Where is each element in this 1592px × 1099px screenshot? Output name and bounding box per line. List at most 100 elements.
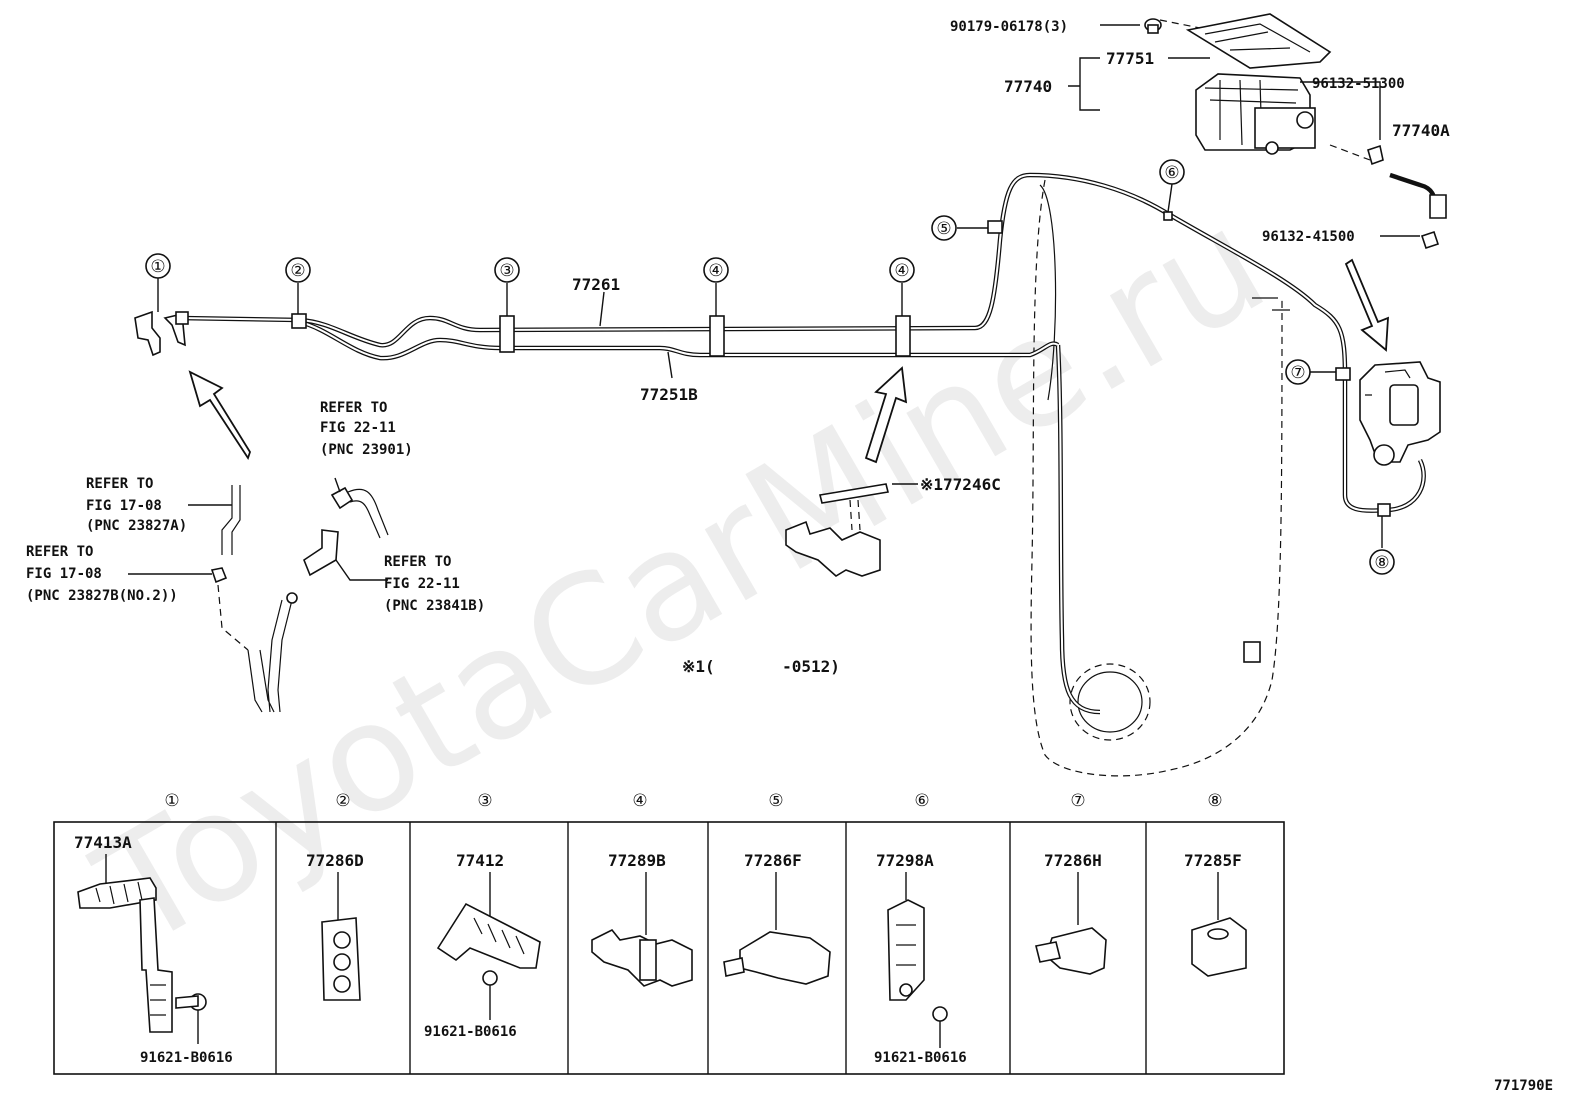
callout-2: ② <box>290 261 305 281</box>
refer-note-line: REFER TO <box>86 476 153 492</box>
label-96132-51300: 96132-51300 <box>1312 76 1405 92</box>
clamp-8 <box>1377 503 1391 517</box>
callout-4b: ④ <box>894 261 909 281</box>
callout-6: ⑥ <box>1164 163 1179 183</box>
clip-96132-41500 <box>1420 230 1440 250</box>
table-part-77298A: 77298A <box>876 851 934 870</box>
refer-note-line: FIG 17-08 <box>26 566 102 582</box>
leader-77251B <box>667 351 673 379</box>
arrows <box>188 258 1389 464</box>
callout-circle <box>1159 159 1185 185</box>
table-col-num-2: ② <box>335 791 350 811</box>
refer-note-line: FIG 22-11 <box>384 576 460 592</box>
clamp-2 <box>291 313 307 329</box>
watermark: ToyotaCarMine.ru <box>70 175 1293 981</box>
label-77246C: ※177246C <box>920 475 1001 494</box>
table-part-77413A: 77413A <box>74 833 132 852</box>
callout-circle <box>703 257 729 283</box>
clamp-table: ① ② ③ ④ ⑤ ⑥ ⑦ ⑧ 77413A 77286D 77412 7728… <box>53 791 1285 1075</box>
tank-plug <box>1243 641 1261 663</box>
charcoal-canister <box>1144 13 1447 250</box>
arrow-to-clamp-4 <box>864 366 908 464</box>
leader-77740 <box>1068 57 1100 111</box>
refer-note-line: REFER TO <box>384 554 451 570</box>
clamp-3 <box>499 315 515 353</box>
table-col-num-3: ③ <box>477 791 492 811</box>
label-77740: 77740 <box>1004 77 1052 96</box>
table-bolt-1: 91621-B0616 <box>140 1050 233 1066</box>
clamp-77413A-drawing <box>77 854 207 1044</box>
table-part-77286F: 77286F <box>744 851 802 870</box>
callouts: ① ② ③ ④ ④ ⑤ ⑥ ⑦ ⑧ <box>145 159 1395 575</box>
figure-code: 771790E <box>1494 1078 1553 1094</box>
callout-3: ③ <box>499 261 514 281</box>
clip-96132-51300 <box>1367 144 1384 166</box>
table-col-num-4: ④ <box>632 791 647 811</box>
refer-note-line: FIG 17-08 <box>86 498 162 514</box>
label-77261: 77261 <box>572 275 620 294</box>
clamp-4b <box>895 315 911 357</box>
clamp-77286H-drawing <box>1035 872 1107 975</box>
refer-parts <box>210 477 389 713</box>
table-frame <box>53 821 1285 1075</box>
table-part-77286H: 77286H <box>1044 851 1102 870</box>
refer-note-line: REFER TO <box>26 544 93 560</box>
label-note-range: ※1( -0512) <box>682 657 840 676</box>
fuel-tank <box>1030 179 1290 777</box>
refer-note-line: FIG 22-11 <box>320 420 396 436</box>
callout-5: ⑤ <box>936 219 951 239</box>
callout-7: ⑦ <box>1290 363 1305 383</box>
clamp-77286D-drawing <box>321 872 361 1001</box>
label-77251B: 77251B <box>640 385 698 404</box>
refer-note-line: (PNC 23827B(NO.2)) <box>26 588 178 604</box>
label-90179-06178: 90179-06178(3) <box>950 19 1068 35</box>
hose-77740A <box>1429 194 1447 219</box>
part-labels: 90179-06178(3) 77751 77740 96132-51300 7… <box>572 19 1450 676</box>
table-part-77285F: 77285F <box>1184 851 1242 870</box>
clamp-7 <box>1335 367 1351 381</box>
label-96132-41500: 96132-41500 <box>1262 229 1355 245</box>
callout-4a: ④ <box>708 261 723 281</box>
callout-leaders <box>128 183 1383 575</box>
pipe-77246C <box>819 483 889 504</box>
table-bolt-6: 91621-B0616 <box>874 1050 967 1066</box>
refer-note-line: REFER TO <box>320 400 387 416</box>
label-77740A: 77740A <box>1392 121 1450 140</box>
table-col-num-6: ⑥ <box>914 791 929 811</box>
clamp-77412-drawing <box>436 872 541 1020</box>
clamp-77285F-drawing <box>1191 872 1247 977</box>
clamp-77286F-drawing <box>723 872 831 985</box>
table-col-num-7: ⑦ <box>1070 791 1085 811</box>
callout-circle <box>889 257 915 283</box>
table-col-num-5: ⑤ <box>768 791 783 811</box>
table-col-num-8: ⑧ <box>1207 791 1222 811</box>
refer-notes: REFER TO FIG 22-11 (PNC 23901) REFER TO … <box>26 400 485 614</box>
arrow-to-pump <box>1344 258 1389 352</box>
callout-circle <box>1369 549 1395 575</box>
callout-8: ⑧ <box>1374 553 1389 573</box>
callout-circle <box>285 257 311 283</box>
callout-1: ① <box>150 257 165 277</box>
table-col-num-1: ① <box>164 791 179 811</box>
fuel-pipes <box>179 172 1426 513</box>
clamp-5 <box>987 220 1003 234</box>
refer-note-line: (PNC 23827A) <box>86 518 187 534</box>
table-part-77289B: 77289B <box>608 851 666 870</box>
label-77751: 77751 <box>1106 49 1154 68</box>
callout-circle <box>1285 359 1311 385</box>
clamp-6 <box>1163 211 1173 221</box>
bracket-1 <box>134 310 189 357</box>
leader-77261 <box>599 291 605 327</box>
clamp-77289B-drawing <box>591 872 693 987</box>
pipe-clamps <box>291 211 1391 517</box>
callout-circle <box>494 257 520 283</box>
fuel-pump-module <box>1359 361 1441 466</box>
table-part-77412: 77412 <box>456 851 504 870</box>
refer-note-line: (PNC 23901) <box>320 442 413 458</box>
leader-96132-51300 <box>1300 81 1381 140</box>
callout-circle <box>931 215 957 241</box>
refer-note-line: (PNC 23841B) <box>384 598 485 614</box>
table-part-77286D: 77286D <box>306 851 364 870</box>
clamp-4-detail <box>785 483 918 577</box>
